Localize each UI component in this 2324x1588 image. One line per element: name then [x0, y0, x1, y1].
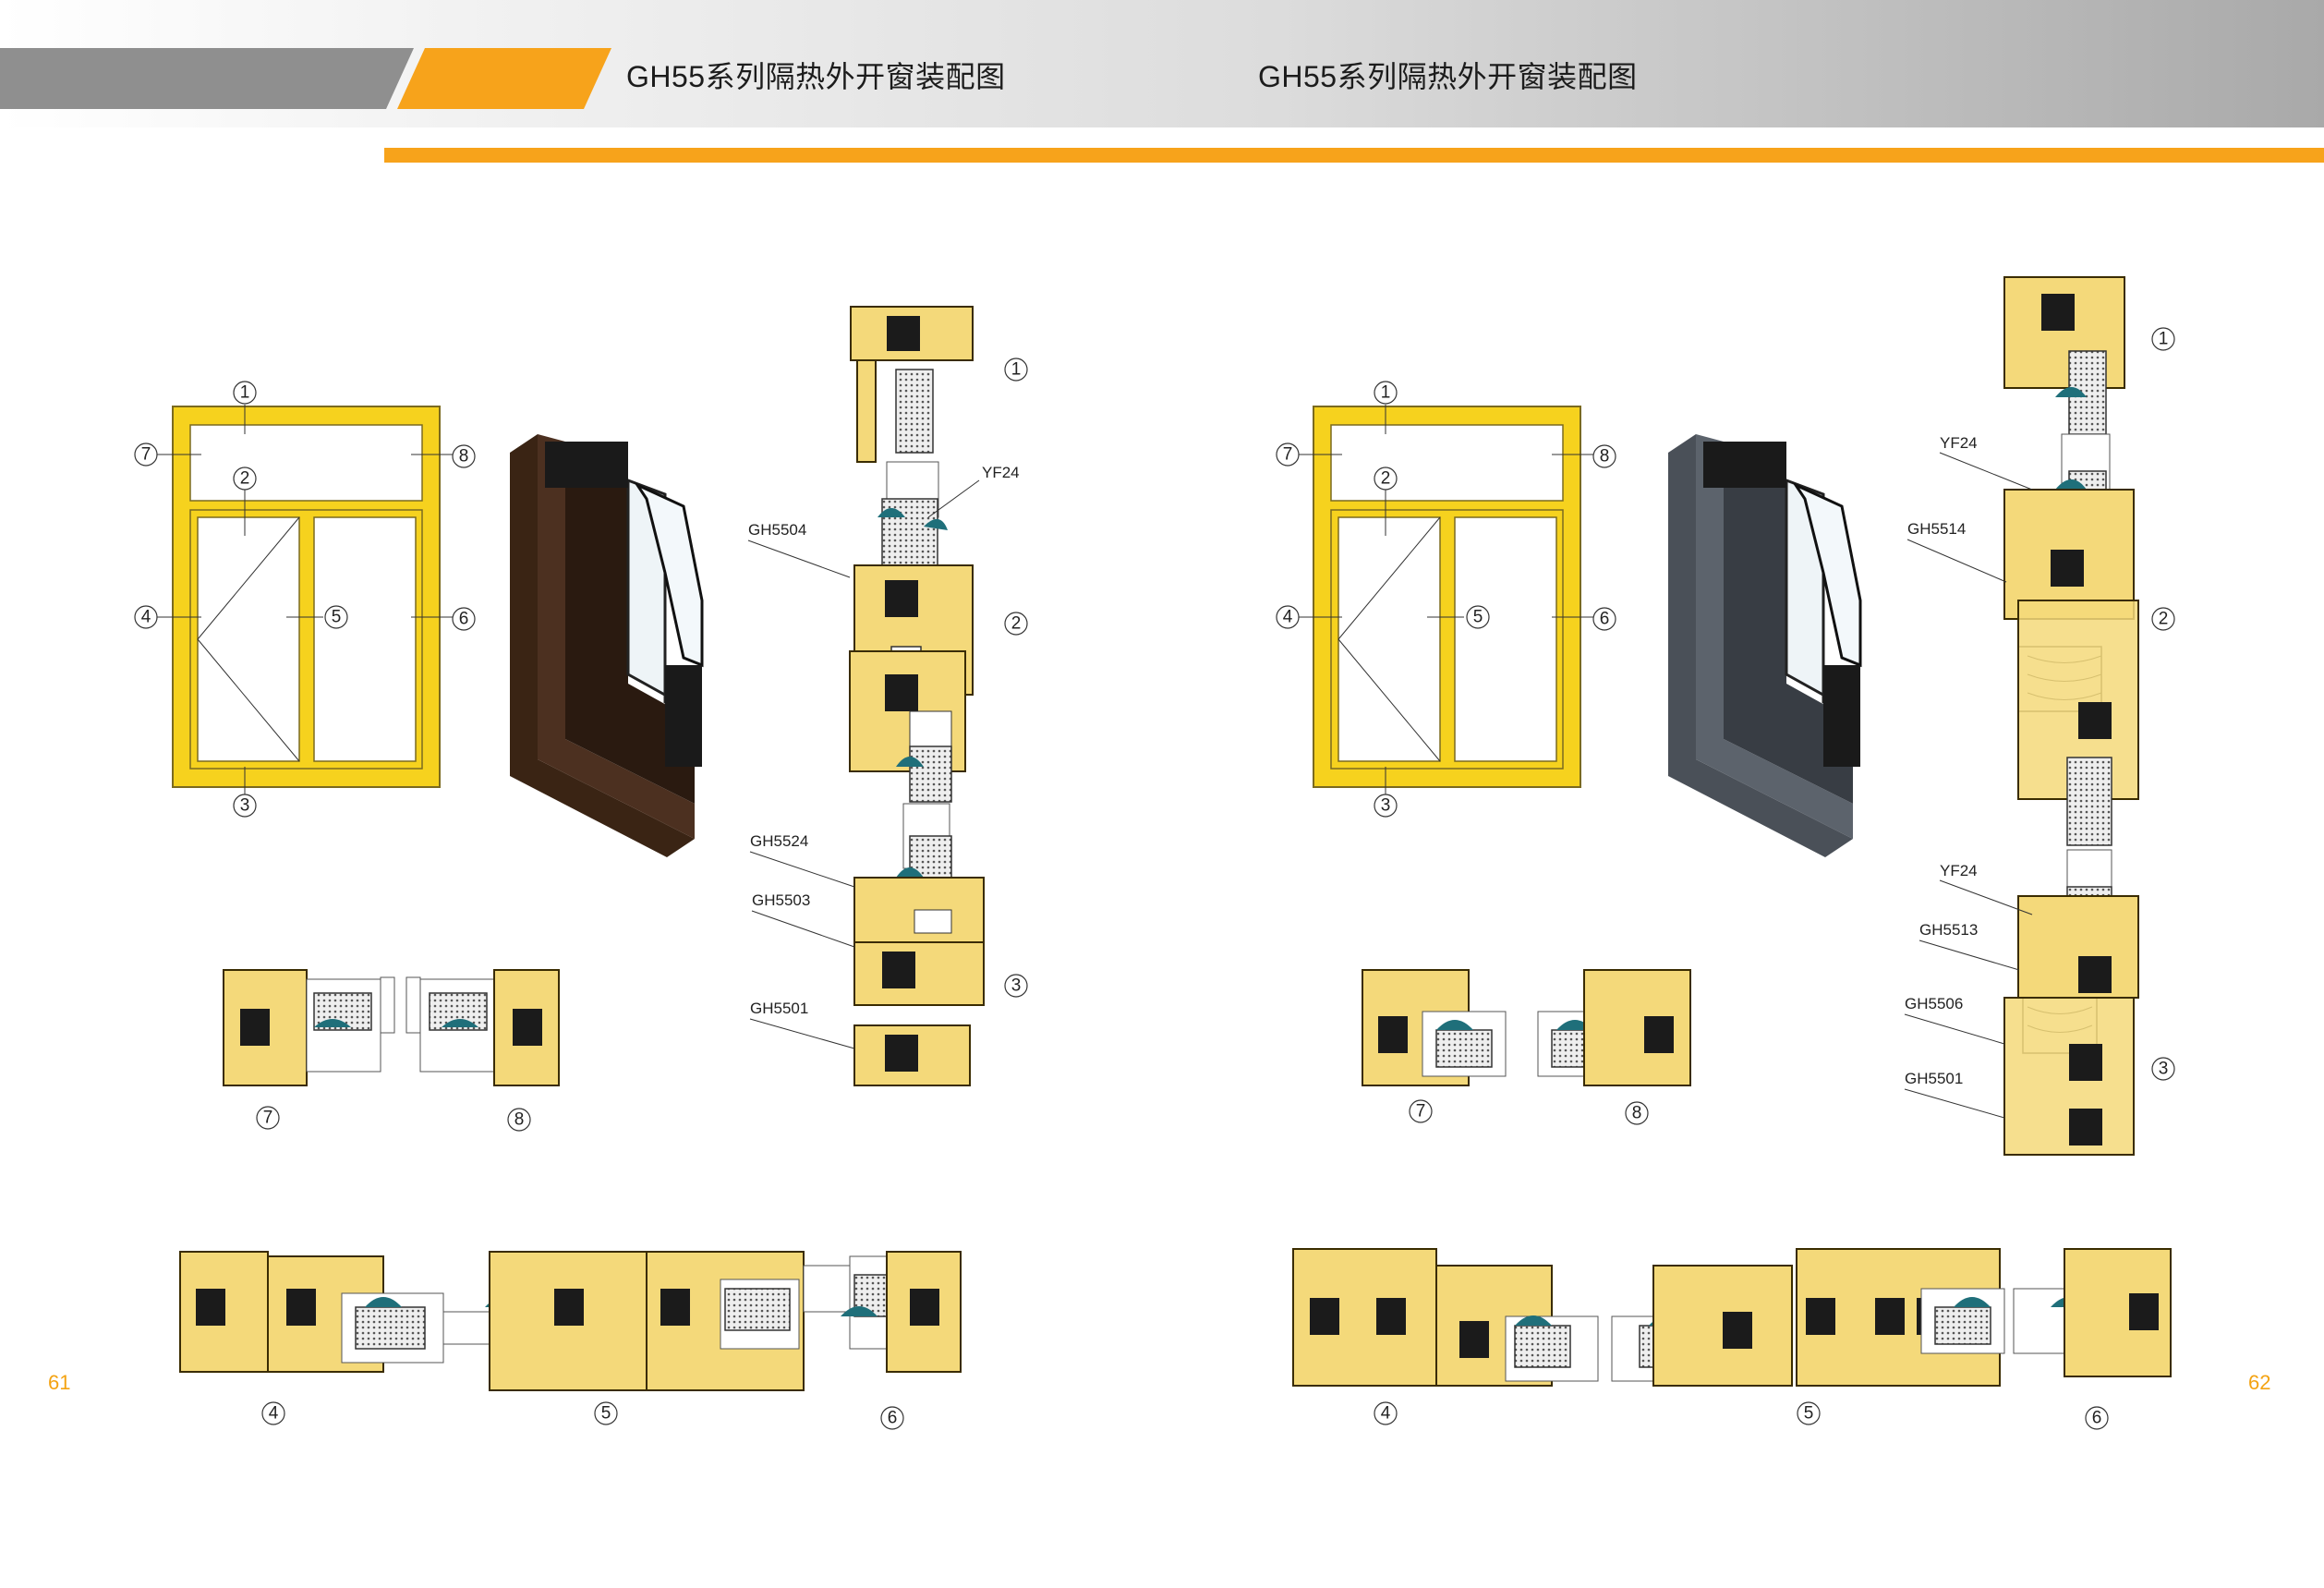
label-gh5503: GH5503	[752, 891, 810, 909]
page-title-left: GH55系列隔热外开窗装配图	[626, 60, 1006, 93]
elevation-callouts-right: 1 2 3 4 5 6 7 8	[1276, 381, 1616, 818]
bottom-callout-4: 4	[269, 1404, 279, 1424]
callout-3: 3	[1381, 796, 1391, 816]
callout-4: 4	[1283, 608, 1293, 627]
page-number-left: 61	[48, 1371, 71, 1394]
callout-6: 6	[459, 610, 469, 629]
page-title-right: GH55系列隔热外开窗装配图	[1258, 60, 1638, 93]
bottom-callout-6: 6	[2092, 1409, 2102, 1428]
vs-callout-3: 3	[2159, 1060, 2169, 1079]
section-4-5-6-right: 4 5 6	[1292, 1248, 2172, 1430]
section-7-8-right: 7 8	[1362, 969, 1691, 1125]
vs-callout-1: 1	[1011, 360, 1022, 380]
label-yf24: YF24	[982, 464, 1020, 481]
callout-6: 6	[1600, 610, 1610, 629]
label-gh5501: GH5501	[1905, 1070, 1963, 1087]
callout-8: 8	[459, 447, 469, 467]
mid-callout-7: 7	[1416, 1102, 1426, 1121]
profile-corner-render-right	[1668, 434, 1862, 857]
header-orange-rule	[384, 148, 2324, 163]
callout-8: 8	[1600, 447, 1610, 467]
profile-corner-render-left	[510, 434, 704, 857]
header-gray-bar	[0, 48, 414, 109]
header-orange-tab	[397, 48, 611, 109]
label-gh5501: GH5501	[750, 1000, 808, 1017]
vs-callout-1: 1	[2159, 330, 2169, 349]
vertical-section-labels-right: YF24 GH5514 YF24 GH5513 GH5506 GH5501 1 …	[1904, 327, 2175, 1119]
vertical-section-labels-left: YF24 GH5504 GH5524 GH5503 GH5501 1 2 3	[747, 358, 1028, 1049]
window-elevation-right	[1298, 405, 1593, 794]
callout-2: 2	[240, 469, 250, 489]
bottom-callout-5: 5	[1804, 1404, 1814, 1424]
label-gh5514: GH5514	[1907, 520, 1966, 538]
section-7-8-left: 7 8	[223, 969, 560, 1132]
vs-callout-3: 3	[1011, 976, 1022, 996]
callout-5: 5	[1473, 608, 1483, 627]
callout-2: 2	[1381, 469, 1391, 489]
vertical-section-right	[2003, 276, 2139, 1156]
page-number-right: 62	[2248, 1371, 2271, 1394]
label-gh5504: GH5504	[748, 521, 806, 539]
section-4-5-6-left: 4 5 6	[179, 1251, 962, 1430]
callout-7: 7	[1283, 445, 1293, 465]
label-gh5513: GH5513	[1919, 921, 1978, 939]
vs-callout-2: 2	[2159, 610, 2169, 629]
mid-callout-8: 8	[514, 1110, 525, 1130]
callout-4: 4	[141, 608, 151, 627]
vertical-section-left	[849, 306, 985, 1086]
callout-5: 5	[332, 608, 342, 627]
callout-1: 1	[240, 383, 250, 403]
label-gh5524: GH5524	[750, 832, 808, 850]
callout-1: 1	[1381, 383, 1391, 403]
mid-callout-8: 8	[1632, 1104, 1642, 1123]
callout-3: 3	[240, 796, 250, 816]
vs-callout-2: 2	[1011, 614, 1022, 634]
label-gh5506: GH5506	[1905, 995, 1963, 1012]
callout-7: 7	[141, 445, 151, 465]
elevation-callouts-left: 1 2 3 4 5 6 7 8	[134, 381, 476, 818]
bottom-callout-6: 6	[888, 1409, 898, 1428]
mid-callout-7: 7	[263, 1109, 273, 1128]
window-elevation-left	[157, 405, 453, 794]
bottom-callout-5: 5	[601, 1404, 611, 1424]
label-yf24-top: YF24	[1940, 434, 1978, 452]
bottom-callout-4: 4	[1381, 1404, 1391, 1424]
label-yf24-bottom: YF24	[1940, 862, 1978, 879]
